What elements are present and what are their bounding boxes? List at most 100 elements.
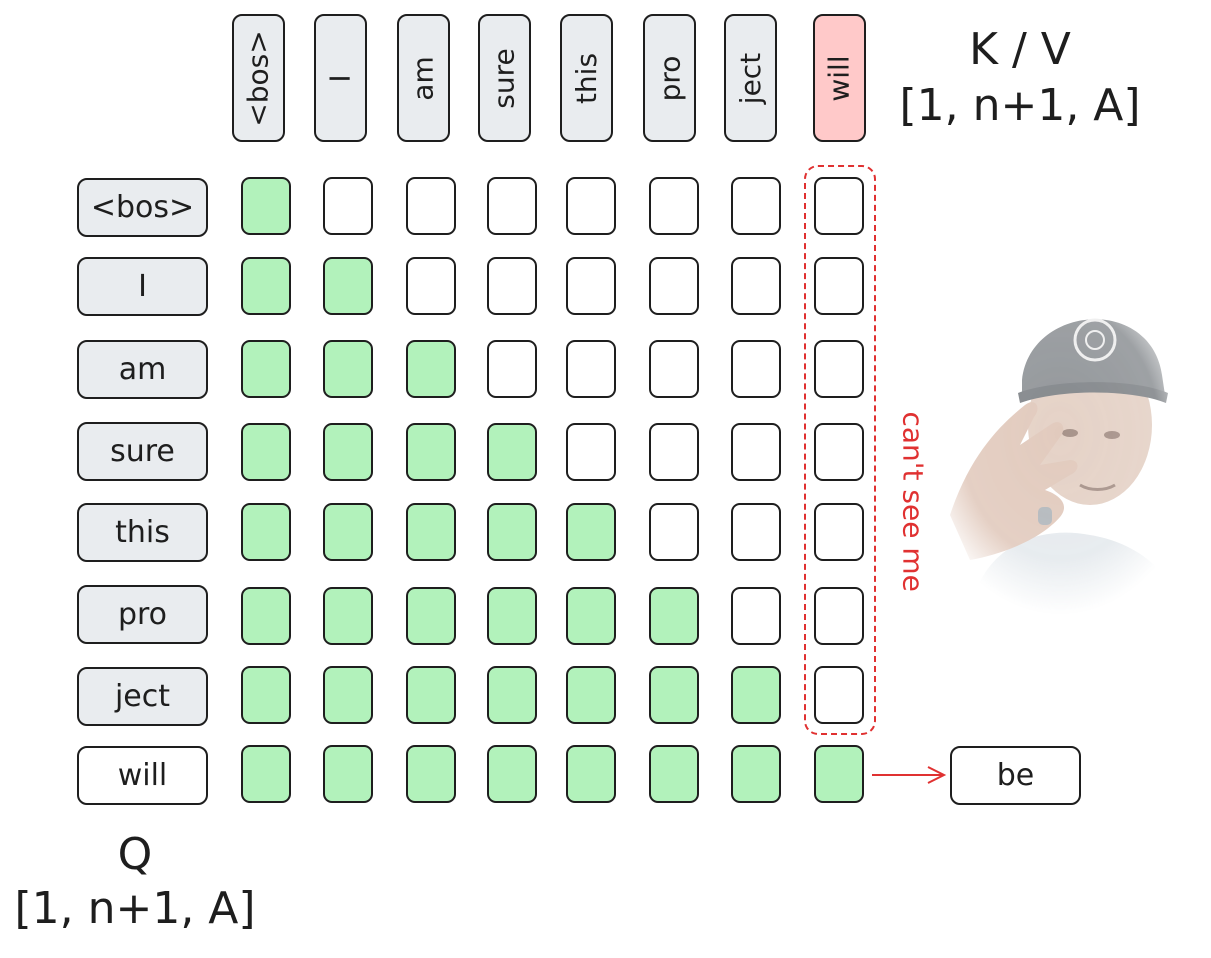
- attention-cell-attended: [241, 666, 291, 724]
- mask-note: can't see me: [896, 411, 930, 592]
- attention-cell-attended: [323, 587, 373, 645]
- col-token: this: [560, 14, 613, 142]
- attention-cell-masked: [814, 177, 864, 235]
- row-token-label: sure: [110, 434, 175, 469]
- attention-cell-masked: [487, 257, 537, 315]
- row-token: sure: [77, 422, 208, 481]
- masked-column-outline: [804, 165, 876, 735]
- attention-cell-attended: [406, 666, 456, 724]
- attention-cell-attended: [566, 503, 616, 561]
- attention-cell-masked: [731, 503, 781, 561]
- attention-cell-attended: [323, 666, 373, 724]
- attention-cell-masked: [731, 177, 781, 235]
- col-token: I: [314, 14, 367, 142]
- attention-cell-attended: [649, 587, 699, 645]
- col-token: <bos>: [232, 14, 285, 142]
- attention-cell-masked: [814, 340, 864, 398]
- attention-cell-attended: [814, 745, 864, 803]
- attention-cell-attended: [406, 340, 456, 398]
- attention-cell-masked: [731, 340, 781, 398]
- row-token: this: [77, 503, 208, 562]
- attention-cell-masked: [814, 587, 864, 645]
- attention-cell-attended: [487, 503, 537, 561]
- output-token-label: be: [996, 758, 1035, 793]
- col-token-label: I: [323, 73, 357, 83]
- attention-cell-masked: [649, 257, 699, 315]
- attention-cell-attended: [406, 587, 456, 645]
- attention-cell-masked: [566, 340, 616, 398]
- col-token: ject: [724, 14, 777, 142]
- person-facepalm-image: [950, 318, 1180, 615]
- attention-cell-masked: [649, 503, 699, 561]
- attention-cell-attended: [487, 666, 537, 724]
- attention-cell-masked: [406, 177, 456, 235]
- kv-label-shape: [1, n+1, A]: [899, 80, 1141, 131]
- attention-cell-attended: [731, 666, 781, 724]
- kv-label-title: K / V: [969, 24, 1071, 75]
- attention-cell-attended: [323, 503, 373, 561]
- col-token-label: <bos>: [242, 29, 276, 127]
- attention-cell-attended: [241, 257, 291, 315]
- col-token-new: will: [813, 14, 866, 142]
- row-token-new: will: [77, 746, 208, 805]
- attention-cell-attended: [323, 745, 373, 803]
- kv-label: K / V [1, n+1, A]: [895, 22, 1145, 134]
- attention-cell-masked: [814, 666, 864, 724]
- attention-cell-attended: [406, 503, 456, 561]
- attention-cell-attended: [566, 745, 616, 803]
- attention-cell-masked: [649, 177, 699, 235]
- attention-cell-attended: [649, 666, 699, 724]
- attention-cell-masked: [814, 257, 864, 315]
- attention-cell-attended: [323, 423, 373, 481]
- attention-cell-attended: [241, 340, 291, 398]
- row-token: pro: [77, 585, 208, 644]
- row-token-label: <bos>: [90, 190, 195, 225]
- q-label-title: Q: [117, 829, 153, 880]
- attention-cell-attended: [566, 587, 616, 645]
- attention-cell-attended: [406, 423, 456, 481]
- attention-cell-masked: [323, 177, 373, 235]
- row-token: ject: [77, 667, 208, 726]
- col-token: sure: [478, 14, 531, 142]
- attention-cell-attended: [731, 745, 781, 803]
- attention-cell-masked: [814, 503, 864, 561]
- col-token: am: [397, 14, 450, 142]
- output-token: be: [950, 746, 1081, 805]
- row-token-label: ject: [114, 679, 171, 714]
- attention-cell-attended: [241, 587, 291, 645]
- attention-cell-attended: [487, 587, 537, 645]
- row-token-label: will: [117, 758, 168, 793]
- attention-cell-attended: [241, 745, 291, 803]
- row-token-label: this: [115, 515, 170, 550]
- attention-cell-masked: [731, 257, 781, 315]
- attention-cell-masked: [487, 177, 537, 235]
- arrow-icon: [872, 766, 947, 784]
- q-label-shape: [1, n+1, A]: [14, 883, 256, 934]
- attention-cell-attended: [649, 745, 699, 803]
- row-token-label: pro: [117, 597, 168, 632]
- attention-cell-masked: [566, 257, 616, 315]
- attention-cell-attended: [241, 423, 291, 481]
- row-token-label: I: [138, 269, 147, 304]
- attention-cell-masked: [649, 340, 699, 398]
- col-token-label: am: [407, 55, 440, 101]
- attention-cell-masked: [487, 340, 537, 398]
- col-token-label: will: [823, 54, 856, 102]
- attention-cell-masked: [406, 257, 456, 315]
- attention-cell-masked: [731, 423, 781, 481]
- attention-cell-attended: [566, 666, 616, 724]
- col-token-label: pro: [653, 55, 686, 101]
- col-token: pro: [643, 14, 696, 142]
- col-token-label: ject: [734, 52, 768, 104]
- attention-cell-attended: [406, 745, 456, 803]
- col-token-label: sure: [488, 47, 521, 109]
- attention-cell-masked: [731, 587, 781, 645]
- attention-cell-masked: [814, 423, 864, 481]
- attention-cell-attended: [323, 257, 373, 315]
- attention-cell-attended: [323, 340, 373, 398]
- row-token: <bos>: [77, 178, 208, 237]
- attention-cell-attended: [241, 177, 291, 235]
- attention-cell-attended: [241, 503, 291, 561]
- attention-cell-masked: [566, 177, 616, 235]
